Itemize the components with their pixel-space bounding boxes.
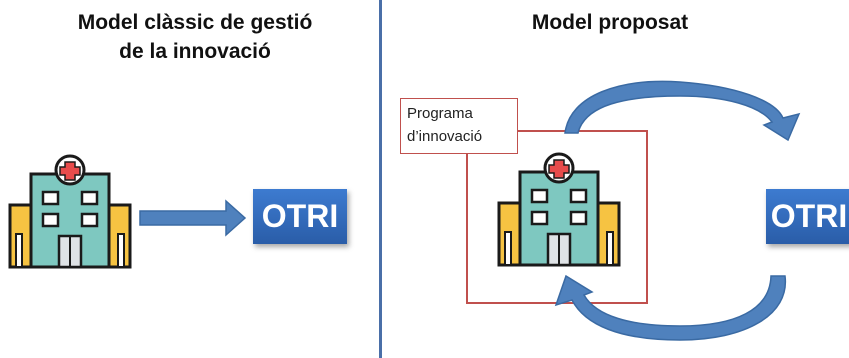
left-panel-title: Model clàssic de gestió de la innovació — [15, 8, 375, 66]
cycle-arrow-bottom-icon — [554, 274, 787, 341]
program-label-line1: Programa — [407, 105, 473, 122]
program-label-box: Programa d’innovació — [400, 98, 518, 154]
otri-box-left: OTRI — [253, 189, 347, 244]
cycle-arrow-top-icon — [564, 80, 801, 142]
hospital-icon — [497, 152, 621, 267]
panel-divider — [379, 0, 382, 358]
left-title-line2: de la innovació — [119, 40, 271, 63]
hospital-icon — [8, 154, 132, 269]
program-label-line2: d’innovació — [407, 128, 483, 145]
otri-box-right: OTRI — [766, 189, 849, 244]
right-panel-title: Model proposat — [531, 11, 689, 34]
arrow-right-icon — [139, 199, 247, 237]
left-title-line1: Model clàssic de gestió — [77, 11, 313, 34]
